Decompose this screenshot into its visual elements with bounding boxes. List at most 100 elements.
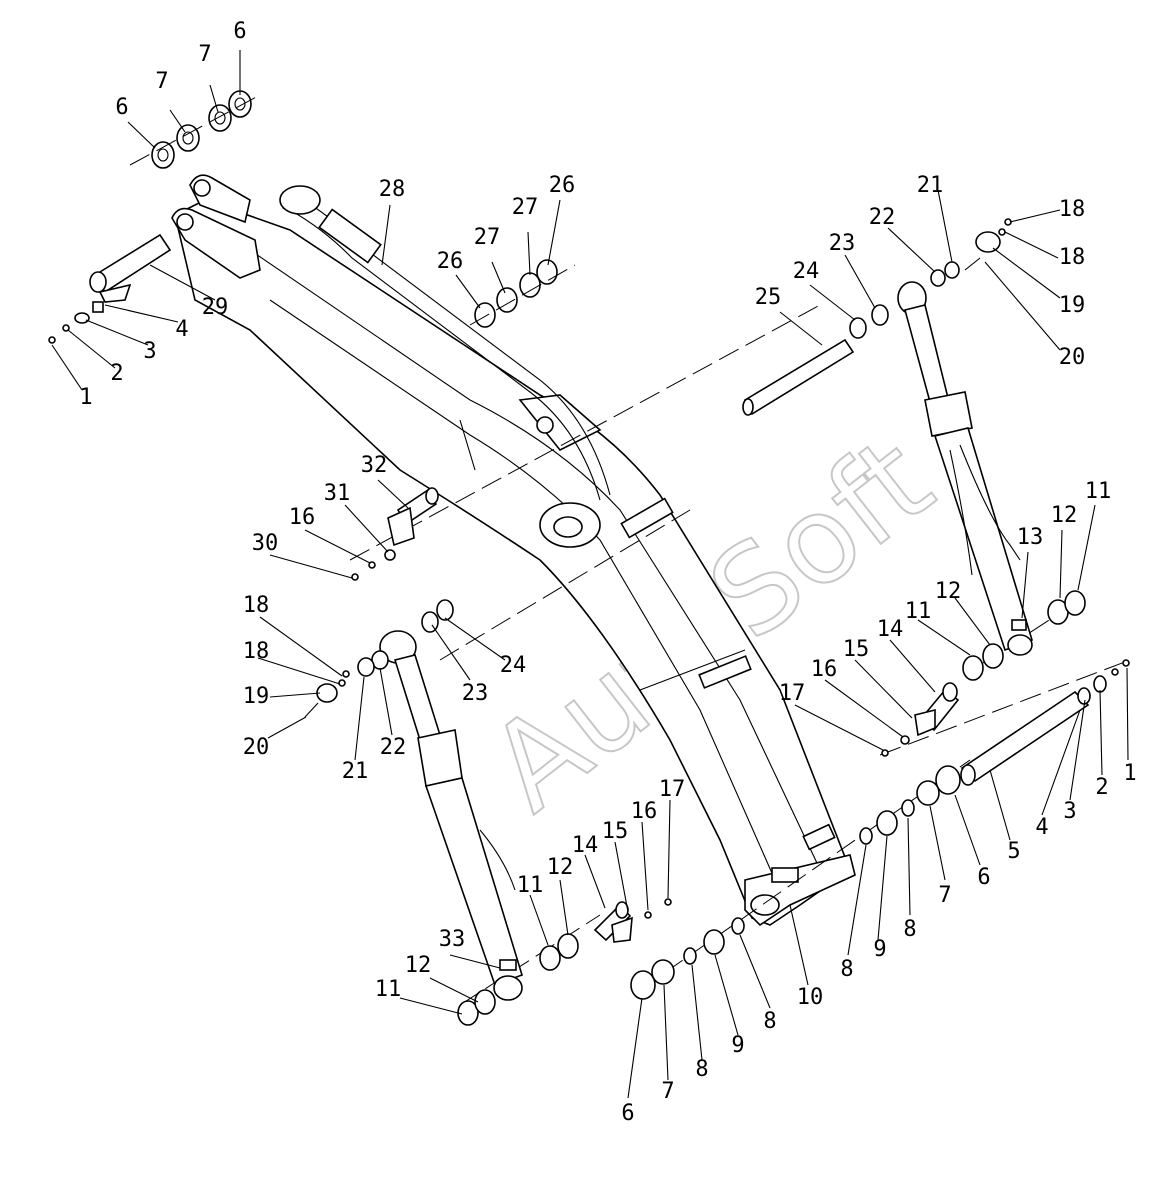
pin-14-left [457, 898, 672, 1026]
callout-7: 7 [155, 69, 168, 94]
callout-21: 21 [342, 759, 369, 784]
plate-32 [387, 506, 415, 547]
pin-29-plate [98, 283, 132, 303]
callout-30: 30 [252, 531, 279, 556]
bushing-9 [876, 810, 898, 836]
callout-22: 22 [380, 735, 407, 760]
washer-7 [208, 104, 232, 132]
callout-17: 17 [779, 681, 806, 706]
callout-20: 20 [1059, 345, 1086, 370]
callout-1: 1 [79, 385, 92, 410]
cylinder-barrel [933, 427, 1033, 652]
callout-24: 24 [793, 259, 820, 284]
leader-lines [51, 50, 1129, 1099]
left-cylinder [304, 599, 523, 1001]
washer-3 [74, 312, 90, 324]
cylinder-base-eye [1007, 634, 1033, 656]
fasteners-top-left [48, 301, 104, 344]
callout-9: 9 [731, 1033, 744, 1058]
callout-4: 4 [175, 317, 188, 342]
ring-8 [901, 799, 915, 817]
callout-19: 19 [1059, 293, 1086, 318]
callout-14: 14 [572, 833, 599, 858]
foot-pin-bushings [630, 917, 745, 1000]
nut-4 [1077, 687, 1091, 705]
hose-clamp-2 [698, 655, 752, 689]
cylinder-rod [904, 304, 949, 403]
callout-6: 6 [233, 19, 246, 44]
fitting-18 [342, 670, 350, 678]
boom-bracket-hole [536, 416, 554, 434]
washer-12 [557, 933, 579, 959]
pin-25-end [742, 398, 754, 416]
bushing-9 [703, 929, 725, 955]
washer-7 [651, 959, 675, 985]
callout-6: 6 [977, 865, 990, 890]
washer-23 [871, 304, 889, 326]
washer-31 [384, 549, 396, 561]
pin-32 [351, 487, 439, 581]
washer-12 [474, 989, 496, 1015]
bolt-20 [964, 257, 981, 271]
washer-24 [849, 317, 867, 339]
ring-8 [731, 917, 745, 935]
pipe-28-sleeve [318, 208, 382, 264]
pin-29 [89, 233, 172, 303]
pin-25 [742, 304, 889, 416]
bolt-17 [664, 898, 672, 906]
boom-foot-plate [771, 867, 799, 883]
boom-top-edge [249, 249, 826, 881]
washer-3 [1093, 675, 1107, 693]
cylinder-base-eye [493, 975, 523, 1001]
callout-11: 11 [517, 873, 544, 898]
axis-26-27 [469, 264, 576, 326]
washer-26 [536, 259, 558, 285]
callout-12: 12 [405, 953, 432, 978]
callout-3: 3 [1063, 799, 1076, 824]
hose-clamp-1 [620, 497, 674, 539]
bolt-30 [351, 573, 359, 581]
washer-26 [474, 302, 496, 328]
washer-7 [916, 780, 940, 806]
washer-11 [539, 945, 561, 971]
callout-20: 20 [243, 735, 270, 760]
washer-7-hole [214, 111, 226, 125]
axis-pin-5 [879, 659, 1131, 756]
callout-14: 14 [877, 617, 904, 642]
callout-32: 32 [361, 453, 388, 478]
washer-stack-top-left [151, 90, 252, 169]
callout-28: 28 [379, 177, 406, 202]
washer-16 [368, 561, 376, 569]
boom-nose-hole [176, 213, 194, 231]
bolt-17 [881, 749, 889, 757]
callout-4: 4 [1035, 815, 1048, 840]
washer-16 [644, 911, 652, 919]
axis-left-cyl [439, 509, 691, 661]
washer-23 [421, 611, 439, 633]
callout-25: 25 [755, 285, 782, 310]
callout-1: 1 [1123, 761, 1136, 786]
washer-2 [62, 324, 70, 332]
pipe-line-b [289, 209, 601, 501]
washer-7-hole [182, 131, 194, 145]
boom-seam [639, 649, 746, 691]
washer-6-hole [234, 97, 246, 111]
bolt-1 [48, 336, 56, 344]
cylinder-block-13 [1011, 619, 1027, 631]
callout-2: 2 [110, 361, 123, 386]
pin-25-body [743, 338, 855, 416]
pin-32-head [425, 487, 439, 505]
washer-24 [436, 599, 454, 621]
callout-23: 23 [462, 681, 489, 706]
callout-labels: 6776282627272629432121222324251818192032… [79, 19, 1136, 1126]
right-cylinder [897, 218, 1033, 656]
callout-22: 22 [869, 205, 896, 230]
cylinder-pipe [479, 829, 516, 891]
pipe-28-eye [279, 185, 321, 215]
bolt-1 [1122, 659, 1130, 667]
hose-clamp-3 [802, 823, 836, 851]
boom-assembly [171, 174, 856, 927]
callout-18: 18 [243, 593, 270, 618]
callout-6: 6 [621, 1101, 634, 1126]
